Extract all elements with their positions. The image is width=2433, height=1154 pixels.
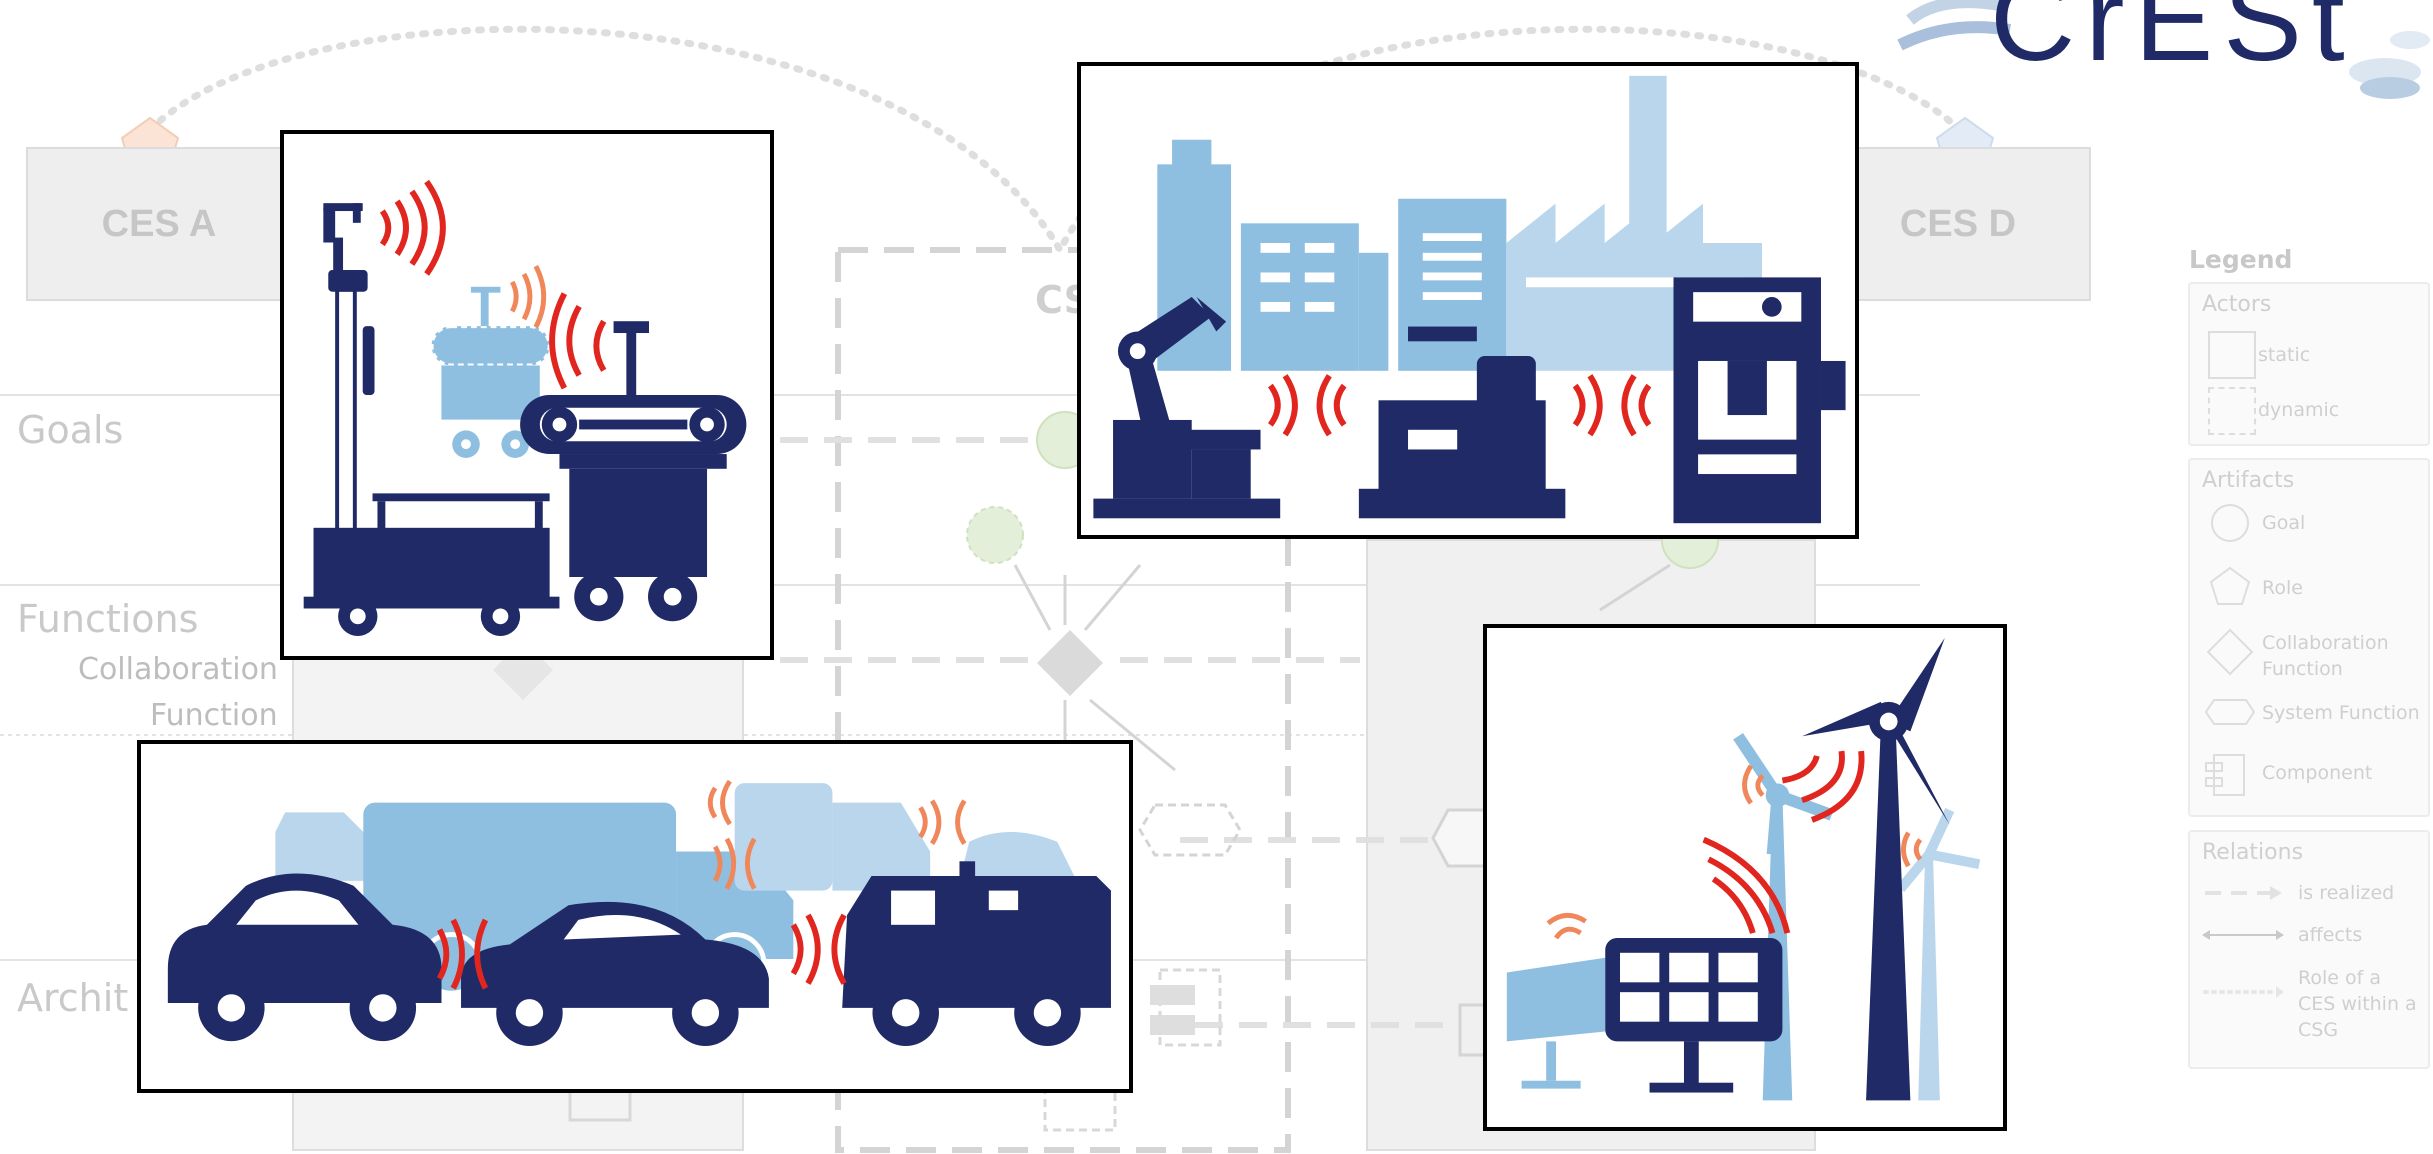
legend-is-realized-label: is realized bbox=[2298, 882, 2395, 904]
factory-illustration bbox=[1077, 62, 1859, 539]
legend-title: Legend bbox=[2189, 245, 2293, 274]
ces-d-label: CES D bbox=[1899, 202, 2017, 245]
legend-role-label: Role bbox=[2262, 577, 2303, 599]
svg-text:CrESt: CrESt bbox=[1990, 0, 2355, 86]
layer-label-architecture: Archit bbox=[17, 976, 129, 1020]
legend-dynamic-icon bbox=[2208, 387, 2256, 435]
legend-actors: Actors static dynamic bbox=[2188, 282, 2430, 446]
legend-component-icon bbox=[2213, 754, 2245, 796]
legend-dynamic-label: dynamic bbox=[2258, 399, 2340, 421]
legend-goal-icon bbox=[2211, 504, 2249, 542]
ces-a-label: CES A bbox=[101, 202, 217, 245]
legend-collab-icon bbox=[2206, 628, 2254, 676]
crest-logo: CrESt bbox=[1897, 0, 2430, 99]
legend-collab-label-2: Function bbox=[2262, 658, 2343, 680]
ces-a-box: CES A bbox=[26, 147, 292, 301]
legend-component-label: Component bbox=[2262, 762, 2373, 784]
legend-role-of-ces-label-3: CSG bbox=[2298, 1019, 2339, 1041]
legend-system-function-label: System Function bbox=[2262, 702, 2420, 724]
legend-role-of-ces-label-1: Role of a bbox=[2298, 967, 2381, 989]
legend-relations-heading: Relations bbox=[2202, 840, 2304, 865]
robots-illustration bbox=[280, 130, 774, 660]
energy-illustration bbox=[1483, 624, 2007, 1131]
legend-static-icon bbox=[2208, 331, 2256, 379]
layer-label-function: Function bbox=[150, 698, 278, 733]
layer-label-goals: Goals bbox=[17, 408, 124, 452]
legend-relations: Relations is realized affects Role of a … bbox=[2188, 830, 2430, 1069]
legend: Legend Actors static dynamic Artifacts G… bbox=[2183, 245, 2433, 1075]
legend-artifacts: Artifacts Goal Role Collaboration Functi… bbox=[2188, 458, 2430, 817]
layer-label-collaboration: Collaboration bbox=[78, 652, 278, 687]
vehicles-illustration bbox=[137, 740, 1133, 1093]
legend-artifacts-heading: Artifacts bbox=[2202, 468, 2295, 493]
ces-d-box: CES D bbox=[1825, 147, 2091, 301]
legend-system-function-icon bbox=[2204, 699, 2256, 725]
legend-static-label: static bbox=[2258, 344, 2311, 366]
legend-artifact-icons bbox=[2204, 504, 2256, 796]
layer-label-functions: Functions bbox=[17, 597, 199, 641]
legend-goal-label: Goal bbox=[2262, 512, 2306, 534]
legend-relation-icons bbox=[2202, 886, 2284, 998]
legend-actors-heading: Actors bbox=[2202, 292, 2272, 317]
legend-collab-label-1: Collaboration bbox=[2262, 632, 2389, 654]
legend-affects-label: affects bbox=[2298, 924, 2363, 946]
legend-role-of-ces-label-2: CES within a bbox=[2298, 993, 2417, 1015]
legend-role-icon bbox=[2209, 566, 2251, 605]
